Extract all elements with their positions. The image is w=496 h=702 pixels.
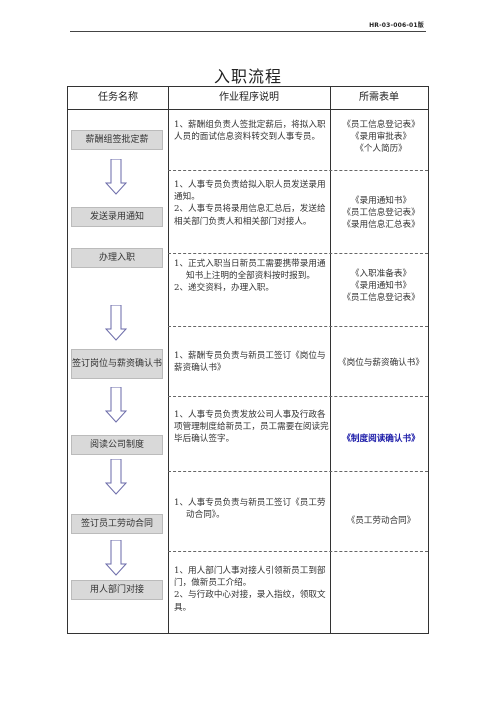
column-divider <box>168 87 169 633</box>
flow-arrow-down-icon <box>105 305 127 341</box>
form-name: 《员工信息登记表》 <box>342 208 420 219</box>
document-code: HR-03-006-01版 <box>369 22 424 29</box>
form-name: 《入职准备表》 <box>350 269 412 279</box>
header-forms: 所需表单 <box>359 92 399 103</box>
flow-arrow-down-icon <box>105 459 127 495</box>
task-box-salary-approval: 薪酬组签批定薪 <box>71 130 163 150</box>
form-name: 《录用信息汇总表》 <box>342 220 420 231</box>
task-box-sign-labor-contract: 签订员工劳动合同 <box>71 514 163 534</box>
procedure-cell: 1、用人部门人事对接人引领新员工到部门，做新员工介绍。 2、与行政中心对接，录入… <box>174 565 332 614</box>
procedure-cell: 1、正式入职当日新员工需要携带录用通知书上注明的全部资料按时报到。 2、递交资料… <box>174 258 332 295</box>
procedure-step: 2、递交资料，办理入职。 <box>174 283 274 294</box>
row-divider <box>168 551 428 552</box>
form-name: 《岗位与薪资确认书》 <box>338 358 424 368</box>
task-box-send-offer: 发送录用通知 <box>71 207 163 227</box>
process-table: 任务名称 作业程序说明 所需表单 薪酬组签批定薪 发送录用通知 办理入职 签订岗… <box>67 86 429 634</box>
forms-cell: 《岗位与薪资确认书》 <box>334 357 428 369</box>
procedure-cell: 1、人事专员负责给拟入职人员发送录用通知。 2、人事专员将录用信息汇总后，发送给… <box>174 179 332 228</box>
forms-cell: 《入职准备表》 《录用通知书》 《员工信息登记表》 <box>334 268 428 305</box>
row-divider <box>168 326 428 327</box>
form-name: 《录用审批表》 <box>350 132 412 143</box>
form-name: 《员工信息登记表》 <box>342 293 420 304</box>
row-divider <box>168 170 428 171</box>
procedure-step: 1、人事专员负责给拟入职人员发送录用通知。 <box>174 180 326 203</box>
row-divider <box>168 471 428 472</box>
flow-arrow-down-icon <box>105 159 127 195</box>
procedure-cell: 1、人事专员负责与新员工签订《员工劳动合同》。 <box>174 497 332 521</box>
procedure-cell: 1、人事专员负责发放公司人事及行政各项管理制度给新员工，员工需要在阅读完毕后确认… <box>174 409 332 446</box>
procedure-step: 1、用人部门人事对接人引领新员工到部门，做新员工介绍。 <box>174 566 326 589</box>
procedure-step: 1、薪酬组负责人签批定薪后，将拟入职人员的面试信息资料转交到人事专员。 <box>174 120 326 143</box>
forms-cell: 《员工信息登记表》 《录用审批表》 《个人简历》 <box>334 119 428 156</box>
column-divider <box>330 87 331 633</box>
header-rule <box>70 31 426 32</box>
form-name: 《个人简历》 <box>355 144 407 155</box>
flow-arrow-down-icon <box>105 387 127 423</box>
procedure-cell: 1、薪酬专员负责与新员工签订《岗位与薪资确认书》 <box>174 350 332 374</box>
task-box-department-handover: 用人部门对接 <box>71 580 163 600</box>
row-divider <box>168 396 428 397</box>
procedure-step: 1、人事专员负责发放公司人事及行政各项管理制度给新员工，员工需要在阅读完毕后确认… <box>174 410 329 445</box>
procedure-step: 1、薪酬专员负责与新员工签订《岗位与薪资确认书》 <box>174 351 326 374</box>
forms-cell: 《员工劳动合同》 <box>334 515 428 527</box>
table-header: 任务名称 作业程序说明 所需表单 <box>68 87 428 110</box>
form-name: 《录用通知书》 <box>350 281 412 292</box>
procedure-step: 2、人事专员将录用信息汇总后，发送给相关部门负责人和相关部门对接人。 <box>174 204 326 227</box>
flow-arrow-down-icon <box>105 540 127 576</box>
header-procedure: 作业程序说明 <box>219 92 279 103</box>
procedure-step: 1、正式入职当日新员工需要携带录用通知书上注明的全部资料按时报到。 <box>174 259 326 282</box>
procedure-step: 1、人事专员负责与新员工签订《员工劳动合同》。 <box>174 498 326 521</box>
procedure-step: 2、与行政中心对接，录入指纹，领取文具。 <box>174 590 326 613</box>
page-title: 入职流程 <box>213 67 282 86</box>
task-box-onboarding: 办理入职 <box>71 248 163 268</box>
task-box-sign-salary-confirmation: 签订岗位与薪资确认书 <box>71 349 163 379</box>
task-box-read-policies: 阅读公司制度 <box>71 435 163 455</box>
row-divider <box>168 253 428 254</box>
procedure-cell: 1、薪酬组负责人签批定薪后，将拟入职人员的面试信息资料转交到人事专员。 <box>174 119 332 143</box>
form-name: 《录用通知书》 <box>350 196 412 206</box>
form-name: 《员工信息登记表》 <box>342 120 420 130</box>
header-task: 任务名称 <box>98 92 138 103</box>
form-name: 《制度阅读确认书》 <box>342 434 420 444</box>
forms-cell: 《录用通知书》 《员工信息登记表》 《录用信息汇总表》 <box>334 195 428 232</box>
form-name: 《员工劳动合同》 <box>346 516 416 526</box>
forms-cell: 《制度阅读确认书》 <box>334 433 428 445</box>
